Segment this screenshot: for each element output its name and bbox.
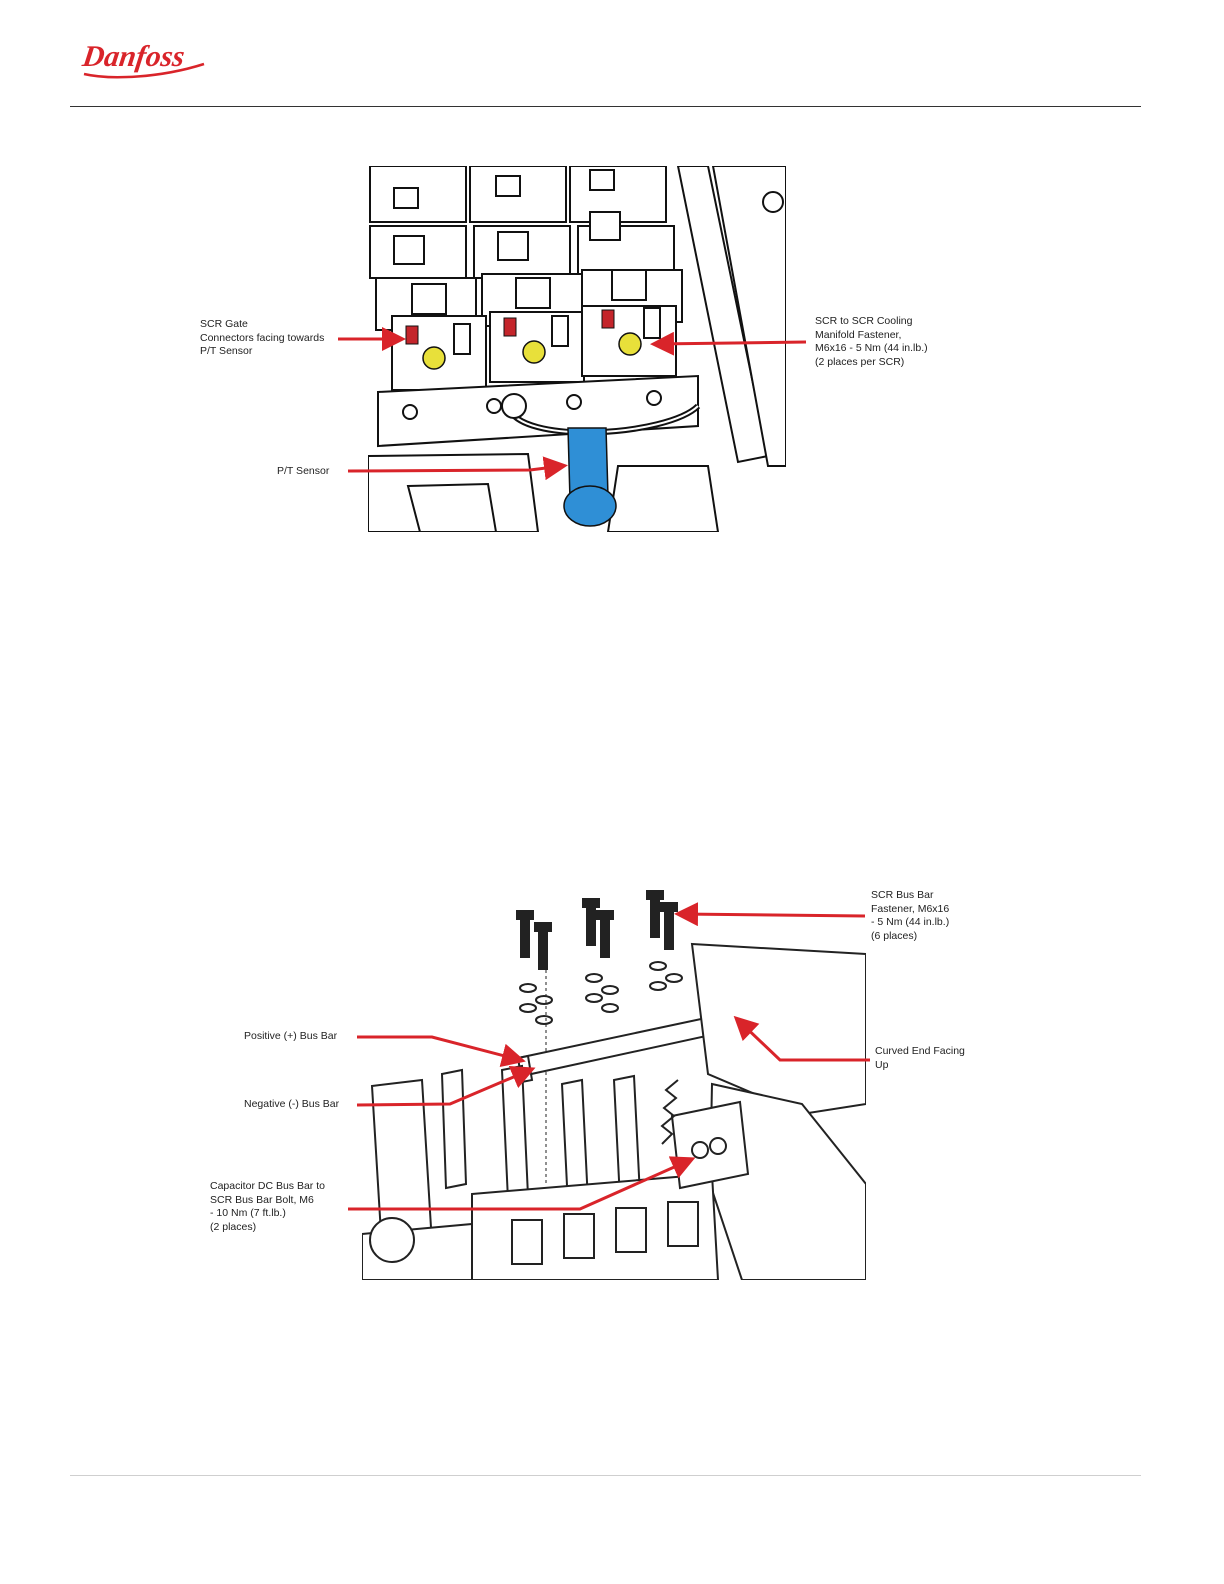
svg-text:Danfoss: Danfoss <box>80 39 187 73</box>
scr-module-illustration <box>368 166 786 532</box>
callout-scr-cooling-fastener: SCR to SCR Cooling Manifold Fastener, M6… <box>815 315 928 368</box>
header-divider <box>70 106 1141 107</box>
footer-divider <box>70 1475 1141 1476</box>
callout-negative-bus-bar: Negative (-) Bus Bar <box>244 1098 340 1110</box>
callout-scr-bus-bar-fastener: SCR Bus Bar Fastener, M6x16 - 5 Nm (44 i… <box>871 889 950 942</box>
callout-scr-gate-connectors: SCR Gate Connectors facing towards P/T S… <box>200 318 325 357</box>
callout-curved-end: Curved End Facing Up <box>875 1045 965 1071</box>
callout-pt-sensor: P/T Sensor <box>277 465 330 477</box>
danfoss-logo: Danfoss <box>80 34 208 80</box>
callout-positive-bus-bar: Positive (+) Bus Bar <box>244 1030 338 1042</box>
callout-capacitor-bolt: Capacitor DC Bus Bar to SCR Bus Bar Bolt… <box>210 1180 325 1233</box>
bus-bar-illustration <box>362 884 866 1280</box>
